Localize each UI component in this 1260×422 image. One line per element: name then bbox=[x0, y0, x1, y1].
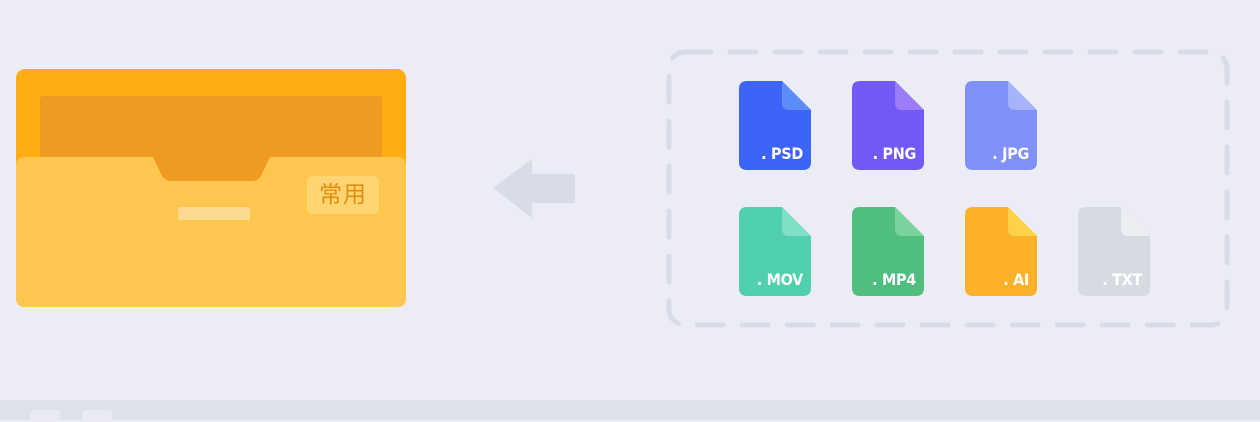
file-icon-txt[interactable]: . TXT bbox=[1078, 207, 1150, 296]
file-extension-label: . MP4 bbox=[872, 270, 916, 289]
file-drop-zone[interactable] bbox=[664, 47, 1232, 330]
file-icon-png[interactable]: . PNG bbox=[852, 81, 924, 170]
ai-file-icon bbox=[965, 207, 1037, 296]
file-icon-mp4[interactable]: . MP4 bbox=[852, 207, 924, 296]
bottom-tab bbox=[30, 410, 60, 422]
txt-file-icon bbox=[1078, 207, 1150, 296]
file-icon-jpg[interactable]: . JPG bbox=[965, 81, 1037, 170]
psd-file-icon bbox=[739, 81, 811, 170]
mov-file-icon bbox=[739, 207, 811, 296]
bottom-tab bbox=[82, 410, 112, 422]
arrow-left-icon bbox=[493, 159, 575, 218]
folder-illustration[interactable]: 常用 bbox=[16, 69, 406, 307]
bottom-strip bbox=[0, 400, 1260, 422]
file-extension-label: . MOV bbox=[756, 270, 804, 289]
file-icon-ai[interactable]: . AI bbox=[965, 207, 1037, 296]
jpg-file-icon bbox=[965, 81, 1037, 170]
file-extension-label: . AI bbox=[1003, 270, 1029, 289]
file-extension-label: . JPG bbox=[992, 144, 1029, 163]
mp4-file-icon bbox=[852, 207, 924, 296]
file-icon-psd[interactable]: . PSD bbox=[739, 81, 811, 170]
file-extension-label: . TXT bbox=[1102, 270, 1142, 289]
file-icon-mov[interactable]: . MOV bbox=[739, 207, 811, 296]
folder-label-slot bbox=[178, 207, 250, 220]
folder-badge: 常用 bbox=[307, 176, 379, 214]
file-extension-label: . PNG bbox=[872, 144, 917, 163]
file-extension-label: . PSD bbox=[761, 144, 803, 163]
png-file-icon bbox=[852, 81, 924, 170]
